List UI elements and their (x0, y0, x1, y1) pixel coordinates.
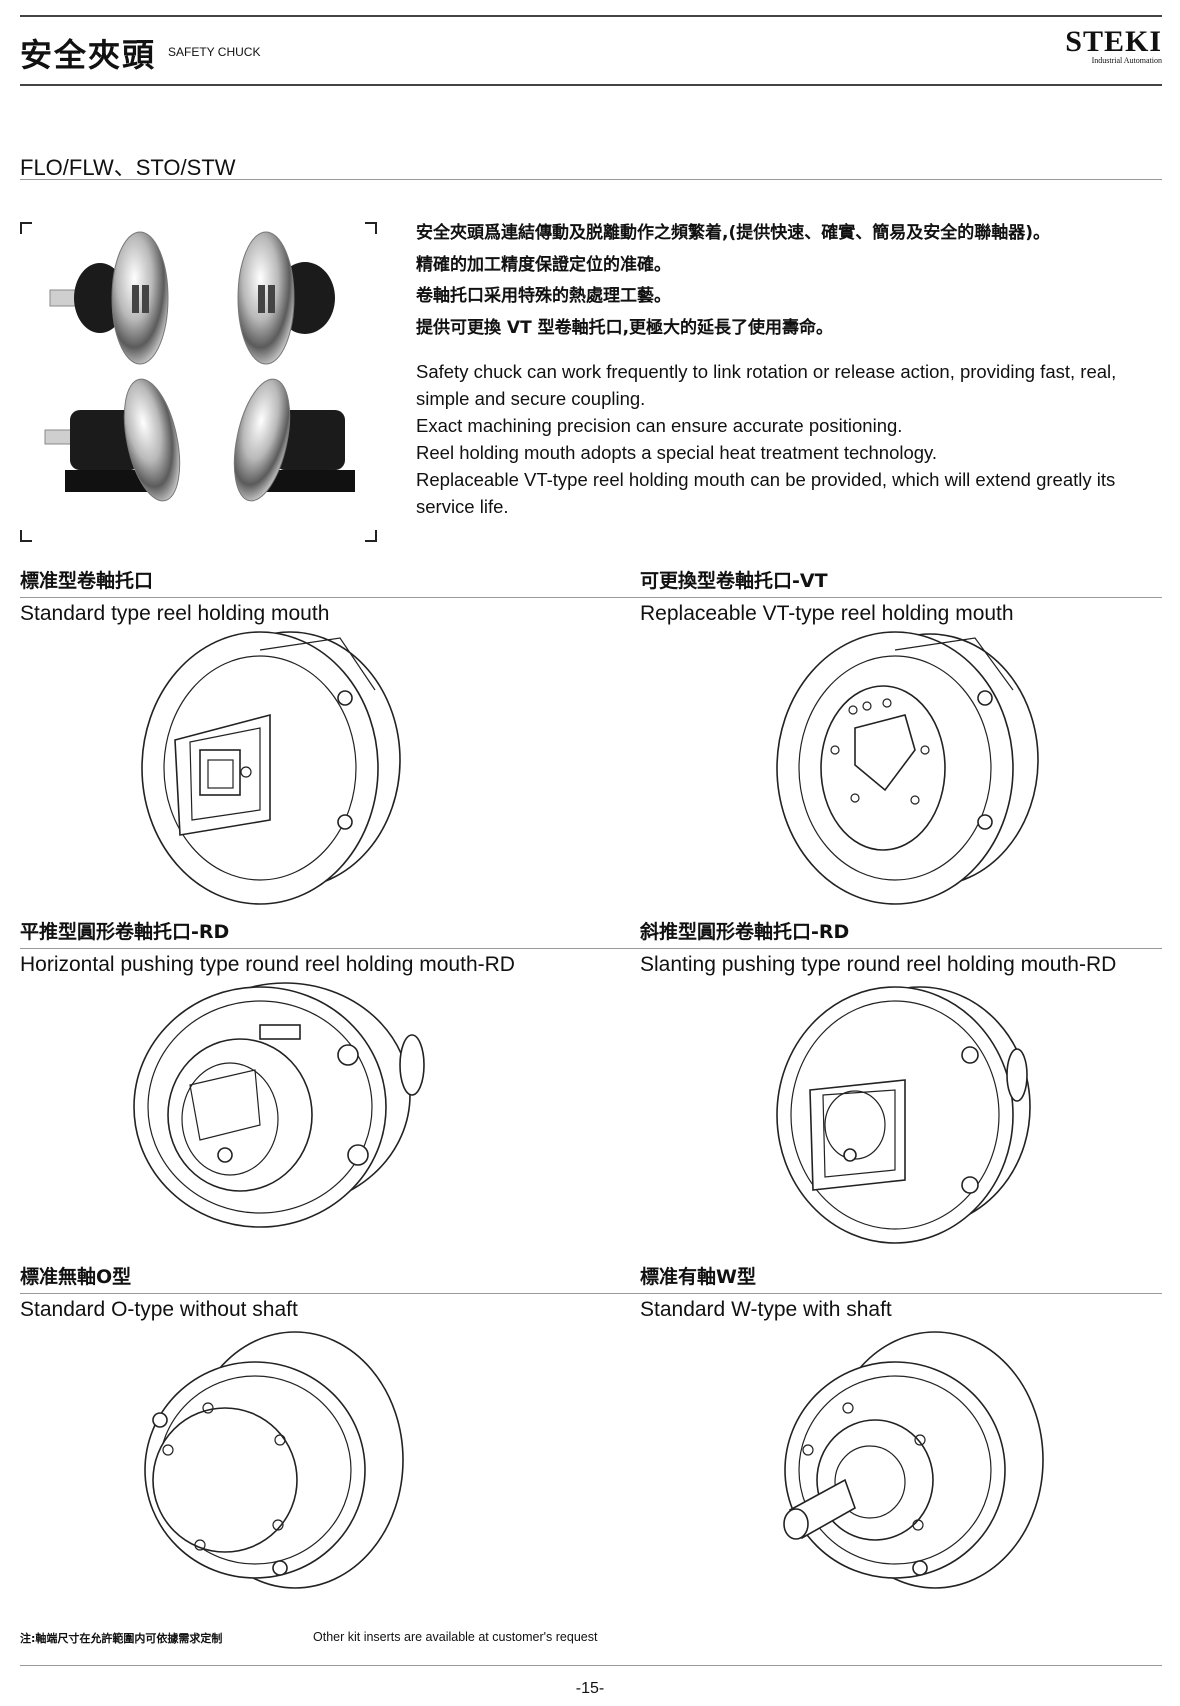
photo-frame-corner (20, 530, 32, 542)
page-title-zh: 安全夾頭 (20, 36, 157, 74)
footnote-zh: 注:軸端尺寸在允許範圍内可依據需求定制 (20, 1632, 223, 1645)
header-rule (20, 84, 1162, 86)
section-title-en: Standard O-type without shaft (20, 1298, 298, 1321)
section-title-zh: 標准型卷軸托口 (20, 570, 154, 592)
description-zh: 安全夾頭爲連結傳動及脱離動作之頻繁着,(提供快速、確實、簡易及安全的聯軸器)。 … (416, 218, 1050, 344)
section-title-en: Slanting pushing type round reel holding… (640, 953, 1117, 976)
brand-name: STEKI (1065, 25, 1162, 58)
drawing-horizontal-rd (133, 982, 425, 1228)
section-title-en: Replaceable VT-type reel holding mouth (640, 602, 1014, 625)
photo-frame-corner (365, 530, 377, 542)
top-rule (20, 15, 1162, 17)
description-zh-line: 卷軸托口采用特殊的熱處理工藝。 (416, 286, 671, 306)
section-title-en: Standard W-type with shaft (640, 1298, 892, 1321)
section-title-zh: 斜推型圓形卷軸托口-RD (640, 921, 850, 943)
photo-frame-corner (365, 222, 377, 234)
section-title-zh: 標准無軸O型 (20, 1266, 132, 1288)
series-title: FLO/FLW、STO/STW (20, 155, 236, 180)
description-en-line: Reel holding mouth adopts a special heat… (416, 442, 938, 463)
brand-subtitle: Industrial Automation (1091, 56, 1162, 65)
page-number: -15- (575, 1680, 605, 1697)
drawing-standard-mouth (141, 631, 401, 905)
brand-logo: STEKI Industrial Automation (1065, 25, 1162, 66)
drawing-vt-mouth (776, 631, 1039, 905)
photo-chuck-mounted-left (44, 378, 181, 502)
description-zh-line: 提供可更換 VT 型卷軸托口,更極大的延長了使用壽命。 (416, 317, 834, 338)
drawing-slanting-rd (776, 986, 1031, 1244)
footnote-en: Other kit inserts are available at custo… (313, 1630, 598, 1644)
description-en-line: Exact machining precision can ensure acc… (416, 415, 903, 436)
photo-chuck-mounted-right (233, 378, 355, 502)
section-title-en: Standard type reel holding mouth (20, 602, 330, 625)
product-photos (44, 231, 355, 502)
section-title-zh: 可更換型卷軸托口-VT (640, 570, 828, 592)
section-rule (20, 948, 1162, 949)
description-zh-line: 安全夾頭爲連結傳動及脱離動作之頻繁着,(提供快速、確實、簡易及安全的聯軸器)。 (416, 223, 1050, 243)
description-zh-line: 精確的加工精度保證定位的准確。 (416, 254, 671, 275)
section-rule (20, 597, 1162, 598)
description-en: Safety chuck can work frequently to link… (416, 358, 1161, 520)
description-en-line: Safety chuck can work frequently to link… (416, 361, 1117, 409)
section-title-zh: 平推型圓形卷軸托口-RD (20, 921, 230, 943)
photo-chuck-front-left (49, 231, 169, 365)
series-rule (20, 179, 1162, 180)
drawing-o-type (144, 1331, 404, 1589)
photo-frame-corner (20, 222, 32, 234)
section-title-zh: 標准有軸W型 (640, 1266, 756, 1288)
page-title-en: SAFETY CHUCK (168, 45, 261, 59)
description-en-line: Replaceable VT-type reel holding mouth c… (416, 469, 1116, 517)
drawing-w-type (783, 1331, 1044, 1589)
section-title-en: Horizontal pushing type round reel holdi… (20, 953, 515, 976)
photo-chuck-front-right (237, 231, 335, 365)
footer-rule (20, 1665, 1162, 1666)
section-rule (20, 1293, 1162, 1294)
